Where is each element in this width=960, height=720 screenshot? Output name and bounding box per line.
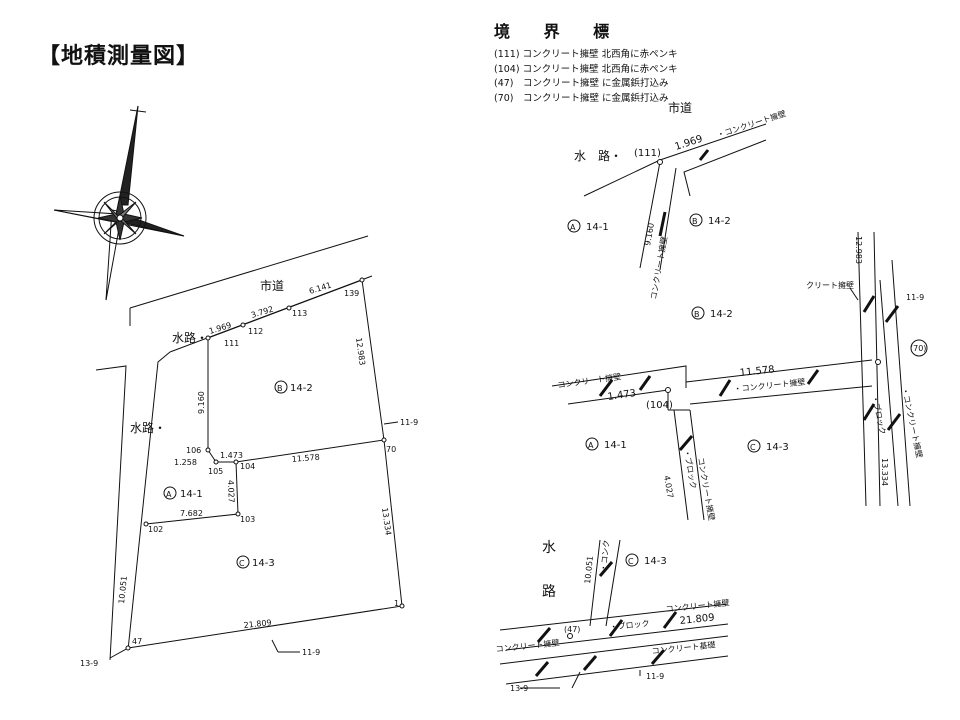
wall-label: コンクリート擁壁 (696, 457, 717, 522)
point-label: (70) (910, 344, 926, 353)
parcel-symbol: B (694, 310, 700, 319)
north-compass-icon (53, 105, 185, 301)
wall-label: ・コンクリート擁壁 (716, 108, 788, 140)
point-label: 102 (148, 525, 163, 534)
detail-top-labels: 市道 水 路・ (111) 1.969 ・コンクリート擁壁 9.160 コンクリ… (570, 100, 787, 300)
left-survey-map (95, 235, 405, 661)
parcel-symbol: C (239, 559, 245, 568)
parcel-symbol: C (750, 443, 756, 452)
point-label: 70 (386, 445, 396, 454)
wall-label: ・コンクリート擁壁 (733, 377, 806, 394)
parcel-number: 14-2 (708, 216, 731, 227)
dimension-label: 21.809 (243, 618, 272, 630)
legend-item: (111) コンクリート擁壁 北西角に赤ペンキ (494, 49, 678, 60)
parcel-symbol: B (277, 384, 283, 393)
dimension-label: 4.027 (226, 480, 236, 503)
detail-bot-map (499, 539, 729, 689)
wall-label: ・コンク (599, 539, 611, 572)
parcel-number: 14-1 (604, 440, 627, 451)
dimension-label: 12.983 (854, 236, 863, 264)
road-label: 市道 (668, 100, 692, 115)
legend-item: (47) コンクリート擁壁 に金属鋲打込み (494, 78, 669, 89)
detail-mid-map (551, 231, 928, 521)
waterway-label: 水路・ (130, 420, 166, 435)
reference-label: 11-9 (302, 648, 320, 657)
dimension-label: 6.141 (308, 281, 333, 296)
parcel-symbol: A (166, 490, 172, 499)
reference-label: 13-9 (80, 659, 98, 668)
waterway-label: 水 (542, 540, 556, 556)
parcel-number: 14-2 (290, 383, 313, 394)
parcel-number: 14-1 (180, 489, 203, 500)
dimension-label: 1.473 (607, 388, 637, 403)
parcel-symbol: C (628, 557, 634, 566)
point-label: 113 (292, 309, 307, 318)
waterway-label: 路 (542, 584, 556, 600)
waterway-label: 水 路・ (574, 148, 622, 163)
wall-label: コンクリート擁壁 (557, 371, 622, 390)
waterway-label: 水路・ (172, 330, 208, 345)
dimension-label: 12.983 (354, 337, 367, 366)
wall-label: コンクリート擁壁 (495, 637, 560, 654)
point-label: 139 (344, 289, 359, 298)
parcel-number: 14-2 (710, 309, 733, 320)
point-label: 103 (240, 515, 255, 524)
wall-label: ・ブロック (870, 394, 888, 435)
dimension-label: 1.473 (220, 451, 243, 460)
dimension-label: 10.051 (117, 575, 129, 604)
point-label: 105 (208, 467, 223, 476)
dimension-label: 9.160 (643, 222, 656, 246)
point-label: (47) (564, 625, 580, 634)
reference-label: 13-9 (510, 684, 528, 693)
dimension-label: 11.578 (291, 453, 320, 464)
point-label: 104 (240, 462, 255, 471)
dimension-label: 11.578 (739, 364, 775, 379)
boundary-legend: 境 界 標 (111) コンクリート擁壁 北西角に赤ペンキ (104) コンクリ… (494, 18, 678, 106)
legend-item: (104) コンクリート擁壁 北西角に赤ペンキ (494, 63, 678, 75)
detail-mid-labels: B 14-2 A 14-1 C 14-3 コンクリート擁壁 1.473 (104… (557, 236, 927, 521)
dimension-label: 9.160 (197, 391, 206, 414)
dimension-label: 10.051 (583, 555, 595, 584)
legend-item: (70) コンクリート擁壁 に金属鋲打込み (494, 92, 669, 104)
reference-label: 11-9 (400, 418, 418, 427)
point-label: 1 (394, 599, 399, 608)
left-map-labels: 市道 水路・ 水路・ B 14-2 A 14-1 C 14-3 139 113 … (80, 278, 418, 668)
parcel-symbol: A (588, 441, 594, 450)
legend-heading: 境 界 標 (494, 22, 624, 41)
road-label: 市道 (260, 278, 284, 293)
parcel-number: 14-3 (766, 442, 789, 453)
dimension-label: 21.809 (679, 612, 715, 627)
parcel-number: 14-3 (644, 556, 667, 567)
point-label: 112 (248, 327, 263, 336)
wall-label: ・ブロック (682, 449, 699, 490)
point-label: (104) (646, 400, 673, 411)
parcel-symbol: A (570, 223, 576, 232)
dimension-label: 1.258 (174, 458, 197, 467)
dimension-label: 13.334 (380, 507, 393, 536)
point-label: 106 (186, 446, 201, 455)
wall-label: コンクリート擁壁 (665, 597, 730, 614)
dimension-label: 13.334 (880, 458, 889, 486)
parcel-number: 14-1 (586, 222, 609, 233)
page-title: 【地積測量図】 (38, 44, 200, 69)
wall-label: ・ブロック (609, 618, 650, 632)
reference-label: 11-9 (906, 293, 924, 302)
parcel-symbol: B (692, 217, 698, 226)
dimension-label: 7.682 (180, 509, 203, 518)
point-label: (111) (634, 148, 661, 159)
reference-label: 11-9 (646, 672, 664, 681)
point-label: 111 (224, 339, 239, 348)
parcel-number: 14-3 (252, 558, 275, 569)
wall-label: クリート擁壁 (806, 280, 854, 290)
dimension-label: 4.027 (662, 475, 675, 499)
point-label: 47 (132, 637, 142, 646)
detail-top-map (567, 123, 767, 271)
